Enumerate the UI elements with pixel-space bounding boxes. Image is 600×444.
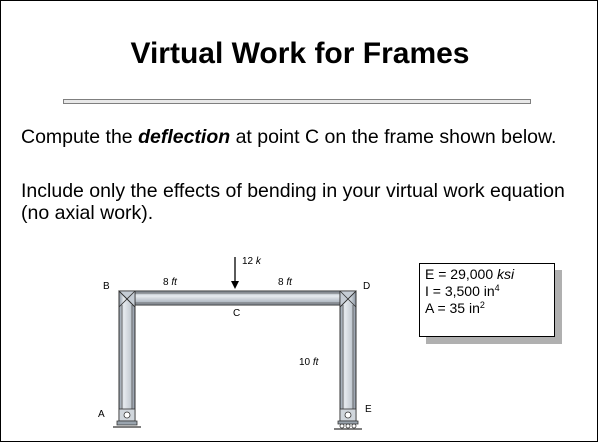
statement-text-pre: Compute the xyxy=(21,126,139,148)
point-a-label: A xyxy=(98,409,105,420)
property-inertia: I = 3,500 in4 xyxy=(425,283,500,299)
property-modulus: E = 29,000 ksi xyxy=(425,266,515,282)
point-load-arrow xyxy=(231,257,239,289)
span-left-label: 8 ft xyxy=(163,277,178,288)
section-properties-box: E = 29,000 ksi I = 3,500 in4 A = 35 in2 xyxy=(419,263,555,337)
slide-title: Virtual Work for Frames xyxy=(130,37,470,70)
point-b-label: B xyxy=(103,281,110,292)
problem-statement: Compute the deflection at point C on the… xyxy=(21,126,581,148)
point-c-label: C xyxy=(233,308,240,319)
span-right-label: 8 ft xyxy=(278,277,293,288)
statement-text-post: at point C on the frame shown below. xyxy=(230,126,557,148)
support-e xyxy=(334,408,362,430)
column-de xyxy=(339,290,357,422)
property-area: A = 35 in2 xyxy=(425,300,485,316)
column-ab xyxy=(118,290,136,422)
statement-emphasis: deflection xyxy=(138,126,231,148)
problem-instruction: Include only the effects of bending in y… xyxy=(21,180,565,224)
beam-bd xyxy=(118,290,357,306)
height-label: 10 ft xyxy=(299,357,320,368)
point-d-label: D xyxy=(363,281,370,292)
point-e-label: E xyxy=(365,404,372,415)
load-label: 12 k xyxy=(242,256,262,267)
title-divider xyxy=(63,99,531,104)
support-a xyxy=(113,408,141,428)
